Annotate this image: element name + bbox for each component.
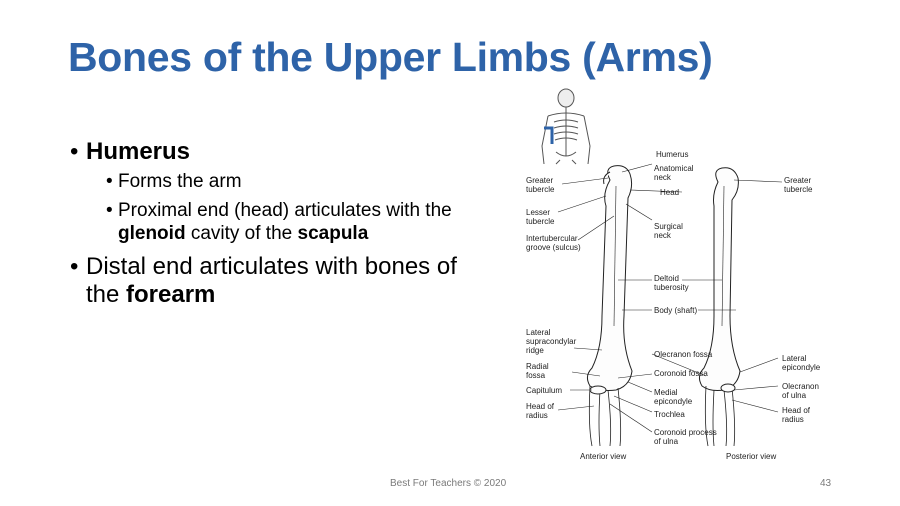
label-head-of-radius-left: Head of radius (526, 402, 555, 420)
label-coronoid-process: Coronoid process of ulna (654, 428, 717, 446)
bullet-humerus: •Humerus (70, 138, 191, 165)
glenoid-bold: glenoid (118, 223, 186, 244)
label-greater-tubercle-right: Greater tubercle (784, 176, 813, 194)
leader-lines (557, 163, 783, 433)
sub-bullet-proximal-end: •Proximal end (head) articulates with th… (106, 200, 452, 244)
proximal-text-a: Proximal end (head) articulates with the (118, 200, 452, 221)
bullet-humerus-text: Humerus (86, 138, 191, 165)
label-lesser-tubercle: Lesser tubercle (526, 208, 555, 226)
label-deltoid-tuberosity: Deltoid tuberosity (654, 274, 689, 292)
skeleton-thumbnail-icon (541, 88, 591, 165)
sub-bullet-forms-arm: •Forms the arm (106, 171, 242, 192)
label-head: Head (660, 188, 680, 197)
humerus-illustration (541, 88, 783, 447)
proximal-text-c: cavity of the (185, 223, 298, 244)
label-capitulum: Capitulum (526, 386, 563, 395)
label-posterior-view: Posterior view (726, 452, 777, 461)
label-surgical-neck: Surgical neck (654, 222, 683, 240)
label-body-shaft: Body (shaft) (654, 306, 698, 315)
forearm-bold: forearm (126, 281, 216, 308)
scapula-bold: scapula (297, 223, 369, 244)
label-trochlea: Trochlea (654, 410, 685, 419)
label-humerus: Humerus (656, 150, 689, 159)
bullet-distal-end: •Distal end articulates with bones of th… (70, 253, 457, 308)
label-medial-epicondyle: Medial epicondyle (654, 388, 693, 406)
label-head-of-radius-right: Head of radius (782, 406, 811, 424)
label-radial-fossa: Radial fossa (526, 362, 549, 380)
posterior-humerus (698, 167, 741, 447)
label-anatomical-neck: Anatomical neck (654, 164, 694, 182)
anterior-humerus (586, 165, 633, 447)
label-coronoid-fossa: Coronoid fossa (654, 369, 708, 378)
slide-title: Bones of the Upper Limbs (Arms) (68, 34, 713, 80)
footer-text: Best For Teachers © 2020 (390, 478, 507, 489)
label-lateral-epicondyle: Lateral epicondyle (782, 354, 821, 372)
page-number: 43 (820, 478, 832, 489)
label-lateral-supracondylar-ridge: Lateral supracondylar ridge (526, 328, 577, 355)
label-olecranon-of-ulna: Olecranon of ulna (782, 382, 819, 400)
label-greater-tubercle-left: Greater tubercle (526, 176, 555, 194)
humerus-figure: Humerus Anatomical neck Greater tubercle… (518, 86, 828, 466)
label-olecranon-fossa: Olecranon fossa (654, 350, 713, 359)
distal-text-a: Distal end articulates with bones of the (86, 253, 457, 308)
bullet-list: •Humerus •Forms the arm •Proximal end (h… (70, 138, 490, 313)
label-anterior-view: Anterior view (580, 452, 627, 461)
sub-bullet-forms-arm-text: Forms the arm (118, 171, 242, 192)
label-intertubercular-groove: Intertubercular groove (sulcus) (526, 234, 581, 252)
